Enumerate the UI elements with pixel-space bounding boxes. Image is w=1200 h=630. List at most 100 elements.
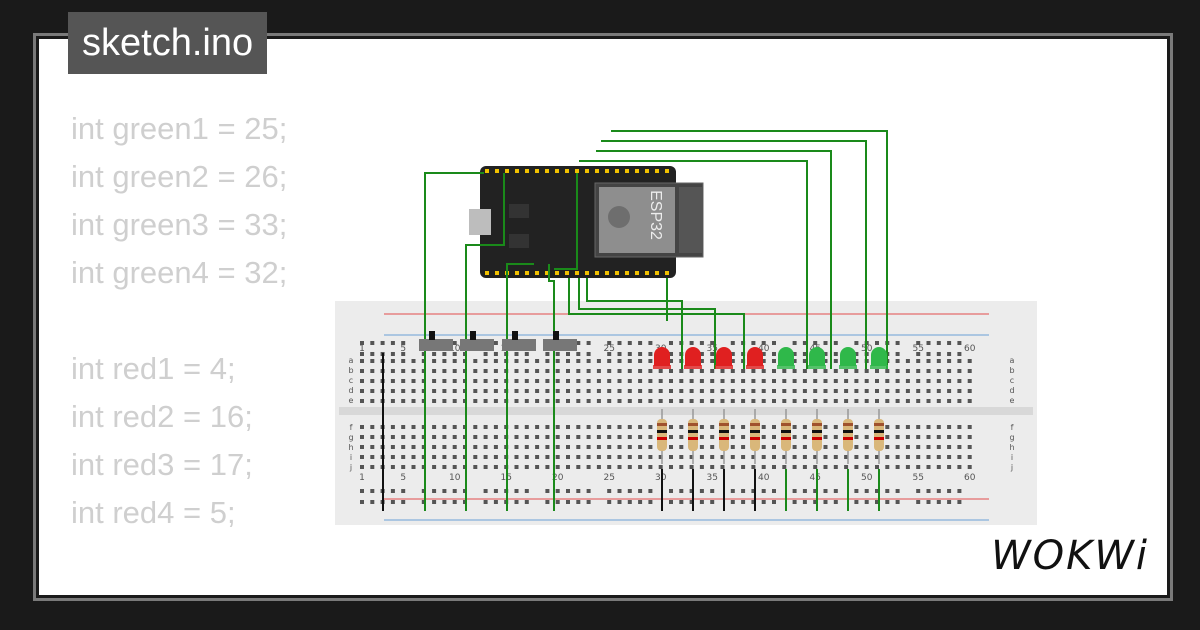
- breadboard-hole: [545, 379, 550, 383]
- breadboard-hole: [669, 379, 673, 383]
- breadboard-hole: [772, 341, 776, 345]
- breadboard-hole: [936, 455, 941, 459]
- esp32-pin: [585, 169, 589, 173]
- breadboard-hole: [370, 500, 375, 504]
- row-letter: g: [348, 433, 353, 442]
- file-tab[interactable]: sketch.ino: [68, 12, 268, 74]
- breadboard-hole: [926, 341, 931, 345]
- breadboard-hole: [679, 399, 684, 403]
- breadboard-hole: [833, 500, 838, 504]
- breadboard-hole: [885, 435, 890, 439]
- breadboard-hole: [926, 445, 931, 449]
- esp32-pin: [485, 169, 489, 173]
- breadboard-hole: [586, 455, 591, 459]
- breadboard-hole: [545, 369, 550, 373]
- breadboard-hole: [720, 369, 725, 373]
- breadboard-hole: [854, 379, 859, 383]
- breadboard-hole: [730, 489, 735, 493]
- breadboard-hole: [936, 435, 941, 439]
- breadboard-hole: [524, 379, 529, 383]
- red-led[interactable]: [685, 347, 701, 366]
- esp32-pin: [635, 169, 639, 173]
- breadboard-hole: [720, 465, 725, 469]
- breadboard-hole: [452, 455, 457, 459]
- breadboard-hole: [617, 500, 622, 504]
- breadboard-hole: [617, 465, 622, 469]
- breadboard-hole: [916, 341, 921, 345]
- red-led[interactable]: [716, 347, 732, 366]
- breadboard-hole: [566, 489, 570, 493]
- breadboard-hole: [905, 379, 910, 383]
- breadboard-hole: [638, 500, 643, 504]
- breadboard-hole: [669, 341, 673, 345]
- column-number: 45: [809, 473, 820, 483]
- breadboard-hole: [555, 369, 560, 373]
- switch-handle[interactable]: [470, 331, 476, 340]
- breadboard-hole: [761, 389, 766, 393]
- breadboard-hole: [823, 500, 828, 504]
- wire-red4: [568, 278, 745, 369]
- breadboard-hole: [864, 399, 869, 403]
- breadboard-hole: [926, 425, 931, 429]
- breadboard-hole: [401, 369, 406, 373]
- green-led[interactable]: [809, 347, 825, 366]
- red-led[interactable]: [747, 347, 763, 366]
- breadboard-hole: [401, 352, 406, 356]
- column-number: 1: [359, 473, 365, 483]
- breadboard-hole: [524, 389, 529, 393]
- switch-handle[interactable]: [429, 331, 435, 340]
- breadboard-hole: [421, 389, 426, 393]
- breadboard-hole: [360, 489, 364, 493]
- breadboard-hole: [452, 341, 457, 345]
- breadboard-hole: [669, 359, 673, 363]
- resistor-band: [781, 423, 791, 426]
- breadboard-hole: [916, 359, 921, 363]
- breadboard-hole: [390, 359, 395, 363]
- breadboard-hole: [710, 389, 715, 393]
- breadboard-hole: [421, 435, 426, 439]
- red-led[interactable]: [654, 347, 670, 366]
- breadboard-hole: [957, 500, 962, 504]
- green-led[interactable]: [840, 347, 856, 366]
- breadboard-hole: [586, 389, 591, 393]
- breadboard-hole: [916, 369, 921, 373]
- breadboard-hole: [936, 489, 941, 493]
- breadboard-hole: [669, 369, 673, 373]
- breadboard-hole: [535, 369, 540, 373]
- wire-switch2: [465, 173, 505, 511]
- breadboard-hole: [833, 352, 838, 356]
- switch-handle[interactable]: [512, 331, 518, 340]
- breadboard-hole: [576, 465, 581, 469]
- breadboard-hole: [390, 425, 395, 429]
- slide-switch[interactable]: [543, 339, 577, 351]
- breadboard-hole: [586, 352, 591, 356]
- slide-switch[interactable]: [460, 339, 494, 351]
- breadboard-hole: [720, 399, 725, 403]
- breadboard-hole: [452, 489, 457, 493]
- breadboard-hole: [370, 455, 375, 459]
- breadboard-hole: [617, 369, 622, 373]
- breadboard-hole: [432, 359, 437, 363]
- breadboard-hole: [607, 359, 612, 363]
- breadboard-hole: [885, 465, 890, 469]
- breadboard-hole: [936, 379, 941, 383]
- breadboard-hole: [514, 352, 519, 356]
- slide-switch[interactable]: [502, 339, 536, 351]
- breadboard-hole: [586, 369, 591, 373]
- breadboard-hole: [761, 425, 766, 429]
- breadboard-hole: [802, 435, 807, 439]
- row-letter: c: [1010, 376, 1014, 385]
- switch-handle[interactable]: [553, 331, 559, 340]
- slide-switch[interactable]: [419, 339, 453, 351]
- breadboard-hole: [576, 389, 581, 393]
- breadboard-hole: [401, 489, 406, 493]
- breadboard-hole: [586, 341, 591, 345]
- breadboard-hole: [833, 379, 838, 383]
- resistor-band: [781, 437, 791, 440]
- green-led[interactable]: [778, 347, 794, 366]
- breadboard-hole: [452, 425, 457, 429]
- breadboard-hole: [802, 352, 807, 356]
- green-led[interactable]: [871, 347, 887, 366]
- breadboard-hole: [761, 379, 766, 383]
- breadboard-hole: [916, 445, 921, 449]
